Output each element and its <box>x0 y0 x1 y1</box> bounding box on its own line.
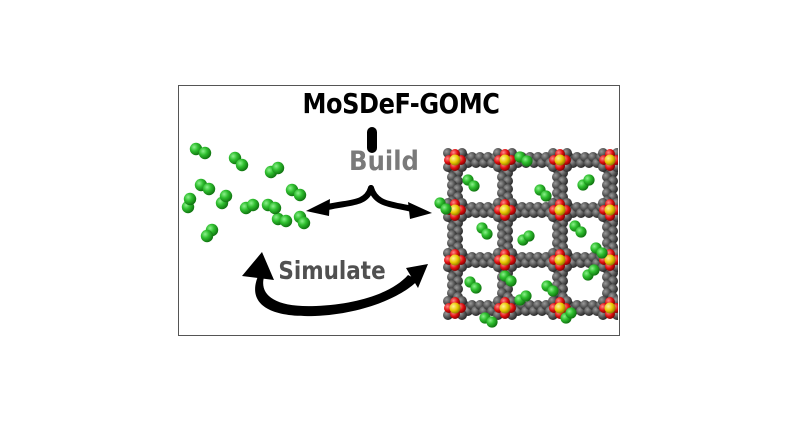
adsorbed-gas-atom <box>521 155 533 167</box>
gas-atom <box>202 182 216 196</box>
adsorbed-gas-atom <box>583 174 595 186</box>
adsorbed-gas-atom <box>481 228 493 240</box>
simulate-label: Simulate <box>278 256 386 285</box>
gas-atom <box>268 201 282 215</box>
gas-atom <box>279 214 293 228</box>
framework-metal-atom <box>449 154 461 166</box>
adsorbed-gas-atom <box>486 316 498 328</box>
framework-metal-atom <box>449 302 461 314</box>
curved-arrowhead-right <box>406 264 428 288</box>
adsorbed-gas-atom <box>468 180 480 192</box>
adsorbed-gas-atom <box>523 230 535 242</box>
gas-atom <box>200 229 214 243</box>
framework-metal-atom <box>554 254 566 266</box>
adsorbed-gas-atom <box>540 190 552 202</box>
curved-arrow-icon <box>255 272 418 317</box>
gas-atom <box>271 161 285 175</box>
figure-title: MoSDeF-GOMC <box>302 87 500 120</box>
framework-metal-atom <box>554 204 566 216</box>
framework-metal-atom <box>499 204 511 216</box>
adsorbed-gas-atom <box>588 264 600 276</box>
adsorbed-gas-atom <box>547 285 559 297</box>
porous-framework-icon <box>434 148 618 328</box>
adsorbed-gas-atom <box>440 203 452 215</box>
title-stem <box>367 127 377 153</box>
framework-metal-atom <box>604 204 616 216</box>
curved-arrowhead-up <box>242 252 274 280</box>
adsorbed-gas-atom <box>520 290 532 302</box>
adsorbed-gas-atom <box>575 226 587 238</box>
framework-metal-atom <box>554 302 566 314</box>
gas-atom <box>198 146 212 160</box>
arrowhead-right <box>408 202 432 219</box>
branch-arrow-icon <box>325 185 415 212</box>
gas-atom <box>235 158 249 172</box>
adsorbed-gas-atom <box>596 247 608 259</box>
framework-metal-atom <box>604 154 616 166</box>
framework-metal-atom <box>499 254 511 266</box>
gas-atom <box>219 189 233 203</box>
gas-atom <box>183 192 197 206</box>
adsorbed-gas-atom <box>565 307 577 319</box>
framework-metal-atom <box>604 254 616 266</box>
framework-metal-atom <box>449 204 461 216</box>
framework-metal-atom <box>554 154 566 166</box>
arrowhead-left <box>306 199 330 216</box>
gas-atom <box>297 216 311 230</box>
framework-metal-atom <box>604 302 616 314</box>
gas-atom <box>293 188 307 202</box>
gas-molecules-icon <box>181 142 311 243</box>
framework-metal-atom <box>499 302 511 314</box>
gas-atom <box>246 198 260 212</box>
build-label: Build <box>349 146 419 177</box>
adsorbed-gas-atom <box>505 275 517 287</box>
adsorbed-gas-atom <box>470 282 482 294</box>
framework-metal-atom <box>449 254 461 266</box>
framework-metal-atom <box>499 154 511 166</box>
